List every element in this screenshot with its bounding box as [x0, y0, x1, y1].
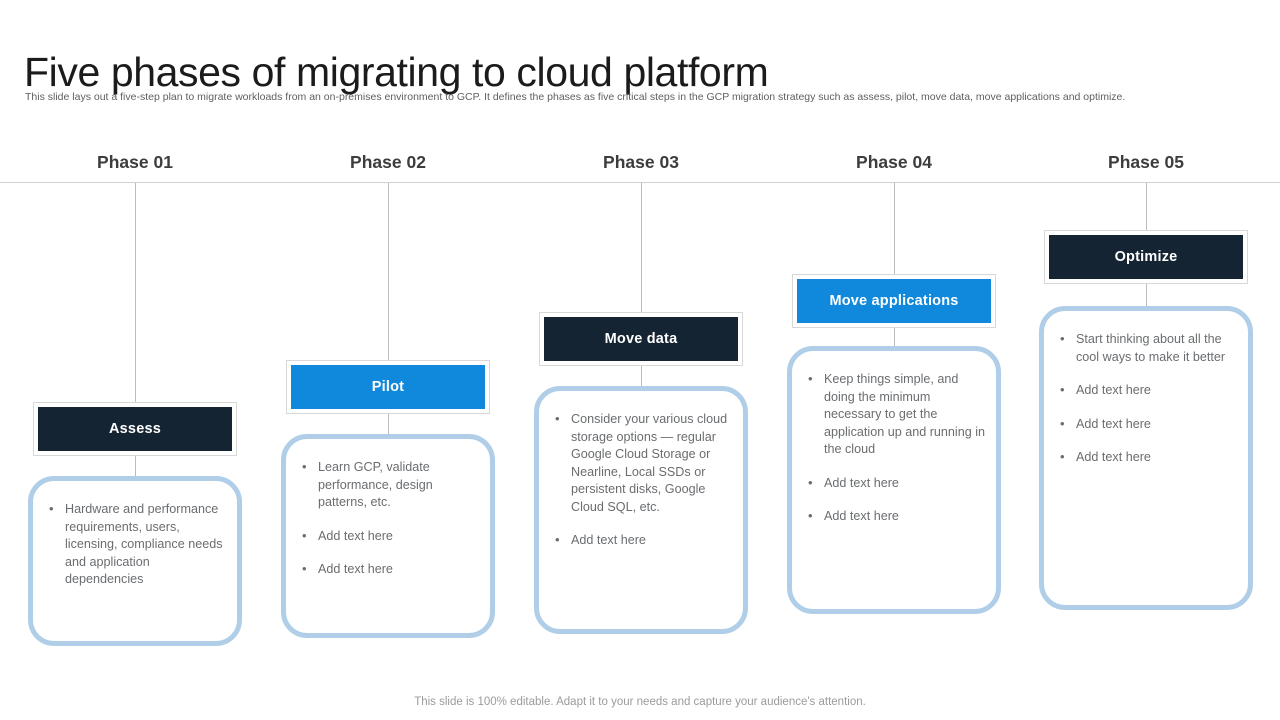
phase-chip-fill-1: Assess [38, 407, 232, 451]
phase-chip-fill-4: Move applications [797, 279, 991, 323]
list-item[interactable]: Hardware and performance requirements, u… [43, 500, 227, 589]
phase-chip-label-4: Move applications [829, 293, 959, 309]
connector-line-1 [135, 183, 136, 476]
slide-footer-note: This slide is 100% editable. Adapt it to… [414, 696, 866, 708]
phase-column-5: OptimizeStart thinking about all the coo… [1039, 0, 1253, 720]
list-item[interactable]: Add text here [1054, 448, 1238, 467]
list-item[interactable]: Start thinking about all the cool ways t… [1054, 330, 1238, 366]
phase-header-3: Phase 03 [603, 152, 679, 172]
phase-bullet-card-3[interactable]: Consider your various cloud storage opti… [534, 386, 748, 634]
bullet-list-1: Hardware and performance requirements, u… [43, 500, 227, 589]
phase-chip-label-3: Move data [604, 331, 678, 347]
phase-chip-label-1: Assess [109, 421, 161, 437]
phase-column-2: PilotLearn GCP, validate performance, de… [281, 0, 495, 720]
phase-bullet-card-2[interactable]: Learn GCP, validate performance, design … [281, 434, 495, 638]
phase-bullet-card-4[interactable]: Keep things simple, and doing the minimu… [787, 346, 1001, 614]
phase-column-4: Move applicationsKeep things simple, and… [787, 0, 1001, 720]
list-item[interactable]: Learn GCP, validate performance, design … [296, 458, 480, 512]
list-item[interactable]: Add text here [549, 531, 733, 550]
phase-bullet-card-5[interactable]: Start thinking about all the cool ways t… [1039, 306, 1253, 610]
list-item[interactable]: Add text here [802, 507, 986, 526]
connector-line-2 [388, 183, 389, 434]
phase-column-3: Move dataConsider your various cloud sto… [534, 0, 748, 720]
phase-header-2: Phase 02 [350, 152, 426, 172]
list-item[interactable]: Add text here [802, 474, 986, 493]
connector-line-4 [894, 183, 895, 346]
bullet-list-4: Keep things simple, and doing the minimu… [802, 370, 986, 526]
slide-description: This slide lays out a five-step plan to … [25, 90, 1126, 103]
list-item[interactable]: Add text here [296, 527, 480, 546]
phase-header-5: Phase 05 [1108, 152, 1184, 172]
phase-chip-4[interactable]: Move applications [792, 274, 996, 328]
phase-chip-1[interactable]: Assess [33, 402, 237, 456]
phase-chip-2[interactable]: Pilot [286, 360, 490, 414]
bullet-list-2: Learn GCP, validate performance, design … [296, 458, 480, 579]
list-item[interactable]: Add text here [296, 560, 480, 579]
timeline-divider [0, 182, 1280, 183]
connector-line-3 [641, 183, 642, 386]
list-item[interactable]: Add text here [1054, 415, 1238, 434]
phase-chip-3[interactable]: Move data [539, 312, 743, 366]
phase-bullet-card-1[interactable]: Hardware and performance requirements, u… [28, 476, 242, 646]
phase-chip-5[interactable]: Optimize [1044, 230, 1248, 284]
phase-header-1: Phase 01 [97, 152, 173, 172]
phase-header-4: Phase 04 [856, 152, 932, 172]
phase-chip-fill-3: Move data [544, 317, 738, 361]
list-item[interactable]: Consider your various cloud storage opti… [549, 410, 733, 516]
phase-chip-fill-5: Optimize [1049, 235, 1243, 279]
bullet-list-5: Start thinking about all the cool ways t… [1054, 330, 1238, 467]
phase-chip-label-2: Pilot [371, 379, 405, 395]
phase-chip-fill-2: Pilot [291, 365, 485, 409]
page-title: Five phases of migrating to cloud platfo… [24, 49, 769, 96]
list-item[interactable]: Keep things simple, and doing the minimu… [802, 370, 986, 459]
phase-column-1: AssessHardware and performance requireme… [28, 0, 242, 720]
phase-header-row: Phase 01 Phase 02 Phase 03 Phase 04 Phase 05 [0, 152, 1280, 182]
bullet-list-3: Consider your various cloud storage opti… [549, 410, 733, 550]
phase-chip-label-5: Optimize [1114, 249, 1178, 265]
list-item[interactable]: Add text here [1054, 381, 1238, 400]
